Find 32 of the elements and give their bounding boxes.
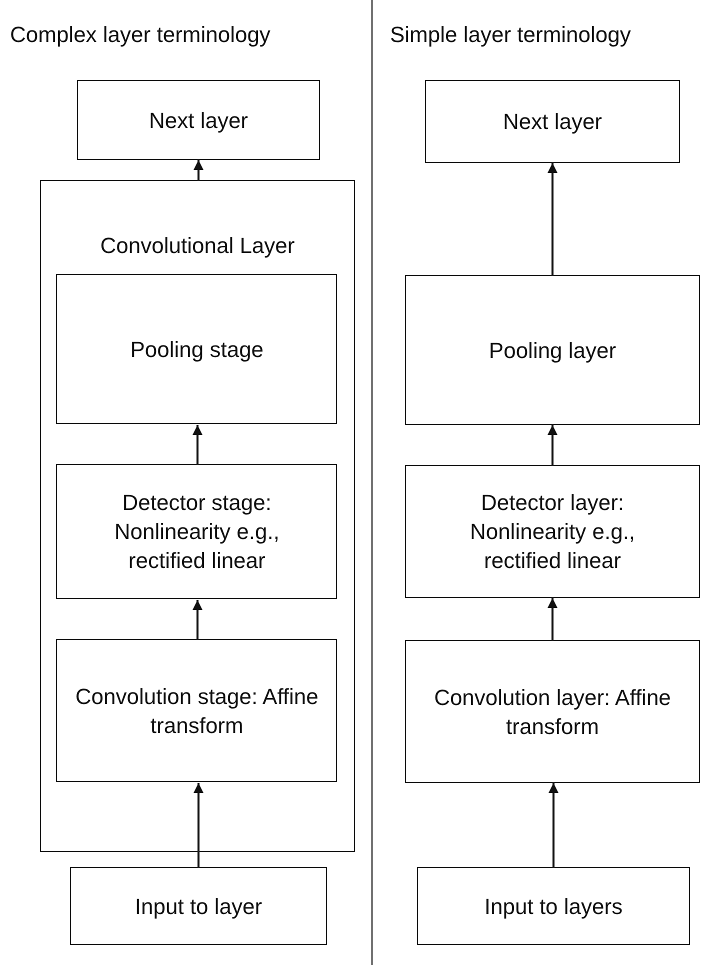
box-label: Detector layer: Nonlinearity e.g., rectified linear (468, 489, 636, 575)
layer-box (425, 80, 680, 163)
arrow (548, 425, 558, 465)
box-label: Pooling stage (129, 336, 265, 364)
arrow (548, 783, 558, 867)
box-label: Next layer (148, 106, 250, 134)
layer-box (56, 464, 338, 600)
arrow (192, 425, 202, 465)
layer-box (405, 275, 700, 425)
layer-box (56, 274, 338, 424)
layer-box (405, 640, 700, 783)
box-label: Convolution stage: Affine transform (74, 682, 320, 740)
box-label: Pooling layer (488, 336, 618, 364)
layer-box (56, 639, 338, 782)
arrow (548, 598, 558, 640)
column-heading: Complex layer terminology (10, 22, 270, 48)
group-heading: Convolutional Layer (99, 232, 296, 260)
box-label: Next layer (502, 108, 604, 136)
arrow (194, 160, 204, 180)
layer-group-box (40, 180, 355, 852)
column-heading: Simple layer terminology (390, 22, 631, 48)
layer-box (77, 80, 320, 160)
arrow (548, 163, 558, 275)
arrow (194, 783, 204, 867)
box-label: Input to layer (134, 892, 264, 920)
arrow (192, 600, 202, 640)
box-label: Convolution layer: Affine transform (433, 684, 672, 740)
box-label: Detector stage: Nonlinearity e.g., rectified linear (113, 489, 280, 576)
layer-box (70, 867, 327, 945)
layer-box (405, 465, 700, 598)
box-label: Input to layers (483, 892, 624, 920)
layer-box (417, 867, 690, 945)
